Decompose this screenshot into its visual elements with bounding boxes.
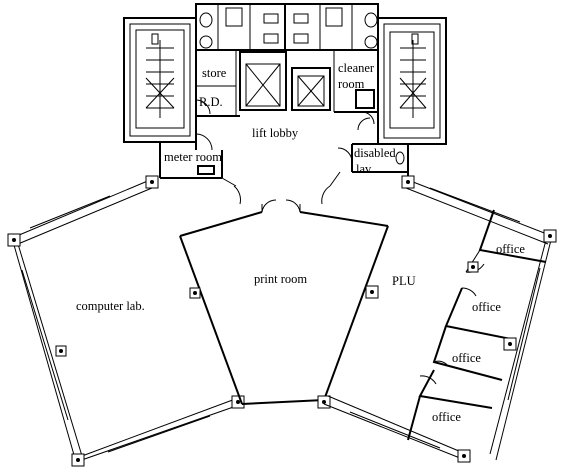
lift-shafts [239,51,331,111]
label-office-1: office [496,242,525,256]
service-rooms [195,50,378,125]
label-print-room: print room [254,272,307,286]
label-store: store [202,66,227,80]
label-office-2: office [472,300,501,314]
left-stair [123,17,197,143]
right-stair [377,17,447,145]
label-office-3: office [452,351,481,365]
label-computer-lab: computer lab. [76,299,145,313]
label-office-4: office [432,410,461,424]
print-room-walls [179,211,389,409]
label-disabled-line1: disabled [354,146,396,160]
label-plu: PLU [392,274,416,288]
label-rd: R.D. [199,95,223,109]
lobby-walls [159,112,409,213]
label-cleaner-line2: room [338,77,365,91]
label-lift-lobby: lift lobby [252,126,299,140]
label-meter-room: meter room [164,150,222,164]
computer-lab-walls [7,175,245,467]
plu-walls [323,175,557,463]
toilet-blocks [195,3,379,51]
label-disabled-line2: lav [356,162,372,176]
label-cleaner-line1: cleaner [338,61,375,75]
